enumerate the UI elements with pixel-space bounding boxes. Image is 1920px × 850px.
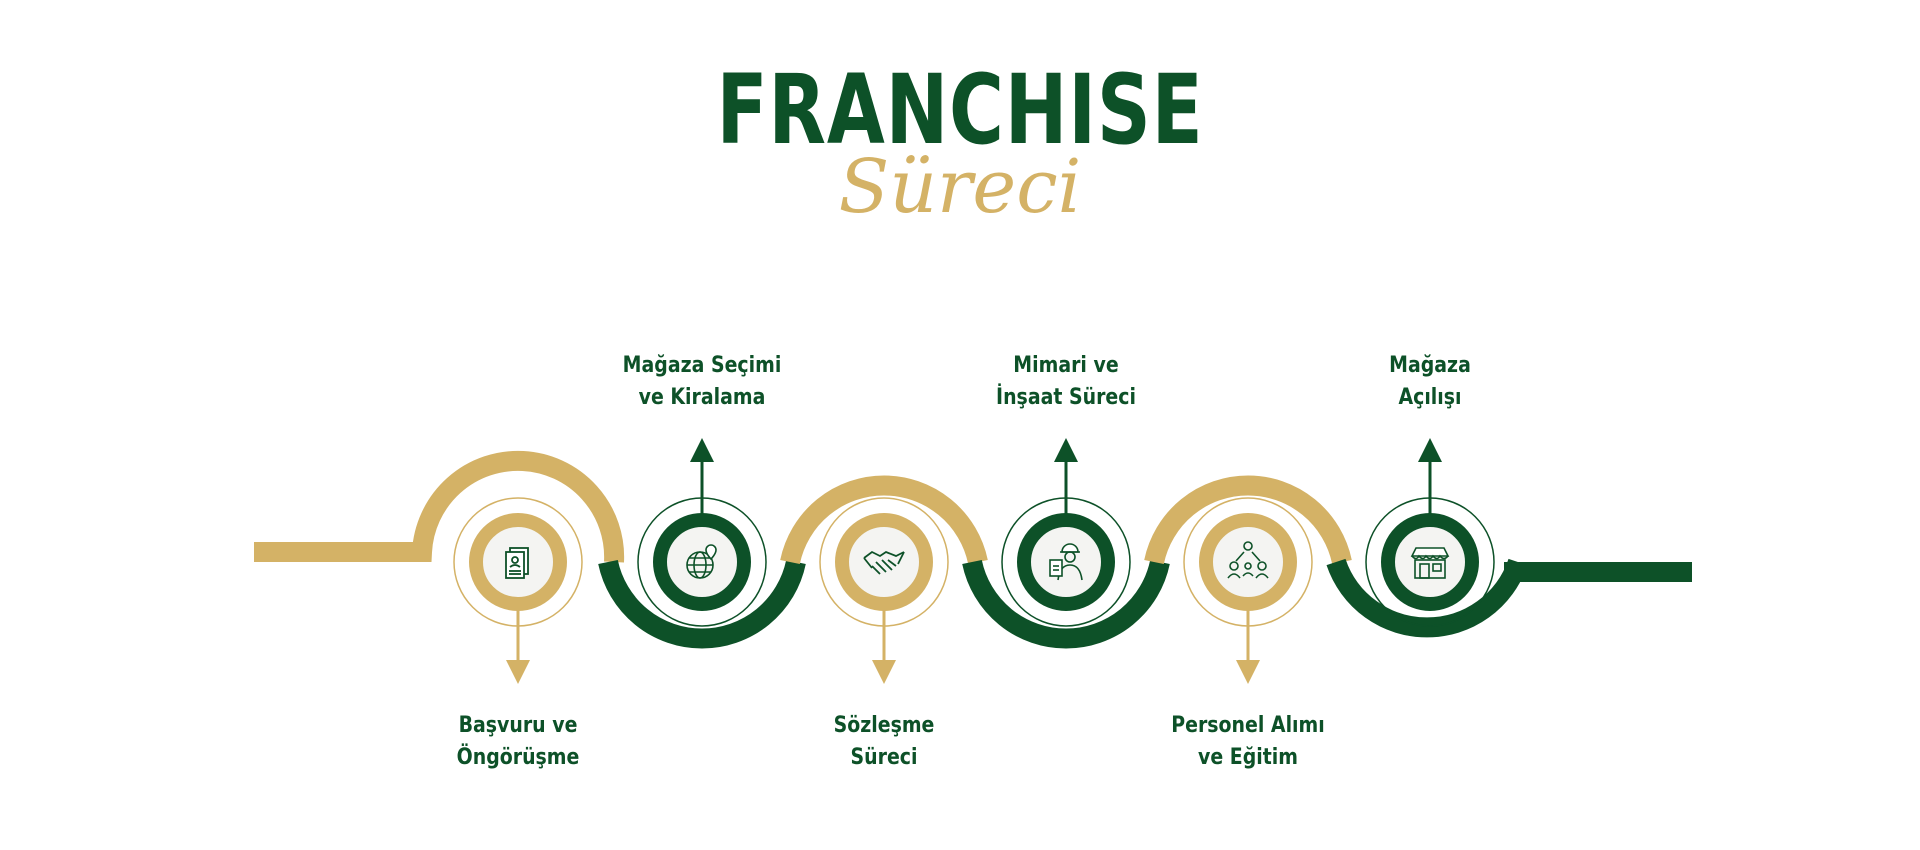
step-6-line1: Mağaza	[1389, 353, 1471, 378]
document-user-icon	[505, 547, 529, 579]
step-3-label: Sözleşme Süreci	[781, 710, 987, 774]
step-1-label: Başvuru ve Öngörüşme	[415, 710, 621, 774]
step-2-node	[637, 438, 767, 627]
step-2-line2: ve Kiralama	[638, 385, 766, 410]
step-5-line2: ve Eğitim	[1198, 745, 1298, 770]
step-4-node	[1001, 438, 1131, 627]
step-2-label: Mağaza Seçimi ve Kiralama	[599, 350, 805, 414]
step-4-line2: İnşaat Süreci	[996, 385, 1136, 410]
globe-location-icon	[686, 544, 717, 579]
step-1-line1: Başvuru ve	[458, 713, 578, 738]
handshake-icon	[863, 550, 905, 575]
step-6-line2: Açılışı	[1398, 385, 1462, 410]
step-1-node	[453, 497, 583, 684]
step-3-line2: Süreci	[850, 745, 918, 770]
subtitle: Süreci	[838, 144, 1082, 230]
timeline-track	[254, 450, 1692, 649]
step-5-line1: Personel Alımı	[1171, 713, 1325, 738]
step-4-line1: Mimari ve	[1013, 353, 1119, 378]
engineer-icon	[1049, 543, 1083, 581]
step-6-label: Mağaza Açılışı	[1327, 350, 1533, 414]
step-5-node	[1183, 497, 1313, 684]
step-2-line1: Mağaza Seçimi	[622, 353, 782, 378]
step-5-label: Personel Alımı ve Eğitim	[1145, 710, 1351, 774]
storefront-icon	[1410, 547, 1450, 579]
step-6-node	[1365, 438, 1495, 627]
title: FRANCHISE	[716, 54, 1204, 166]
step-3-node	[819, 497, 949, 684]
step-1-line2: Öngörüşme	[456, 745, 580, 770]
team-network-icon	[1227, 541, 1269, 579]
step-3-line1: Sözleşme	[833, 713, 935, 738]
step-4-label: Mimari ve İnşaat Süreci	[963, 350, 1169, 414]
